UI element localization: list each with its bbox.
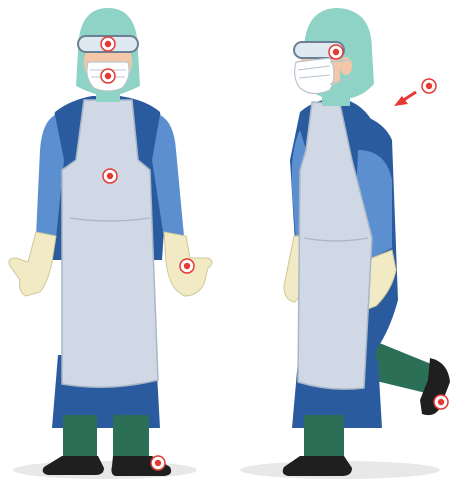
front-marker-apron [103,169,117,183]
front-marker-mask [101,69,115,83]
front-shoe-left [43,456,104,475]
side-view-figure [240,8,450,479]
front-view-figure [9,8,212,479]
side-marker-goggles [329,45,343,59]
side-marker-shoe [434,395,448,409]
front-pants-left [63,415,97,463]
front-glove-left [9,232,56,296]
side-front-leg [304,415,344,461]
front-pants-right [113,415,149,463]
front-marker-glove [180,259,194,273]
front-marker-goggles [101,37,115,51]
side-front-shoe [283,456,352,476]
side-marker-neck [422,79,436,93]
side-ear [340,57,352,75]
side-mask [295,58,334,94]
front-marker-shoe [151,456,165,470]
side-arrow-icon [394,92,416,106]
